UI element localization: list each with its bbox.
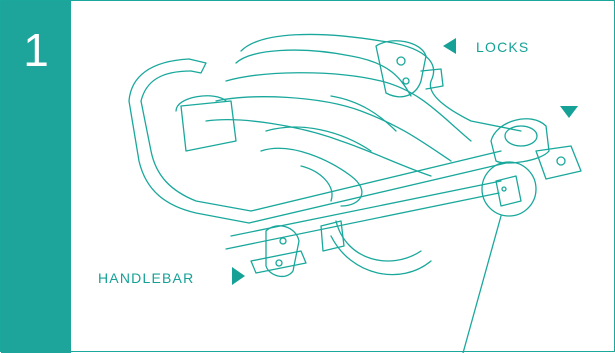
lock-detail-circle [482,162,536,216]
handlebar-label: HANDLEBAR [98,271,194,285]
frame-bar [251,151,501,211]
locks-label: LOCKS [476,40,529,54]
rear-bracket [266,226,299,277]
callout-line [463,216,501,353]
lock-pointer-icon [560,106,578,118]
handlebar-pointer-icon [232,267,245,285]
locks-pointer-icon [443,38,456,54]
